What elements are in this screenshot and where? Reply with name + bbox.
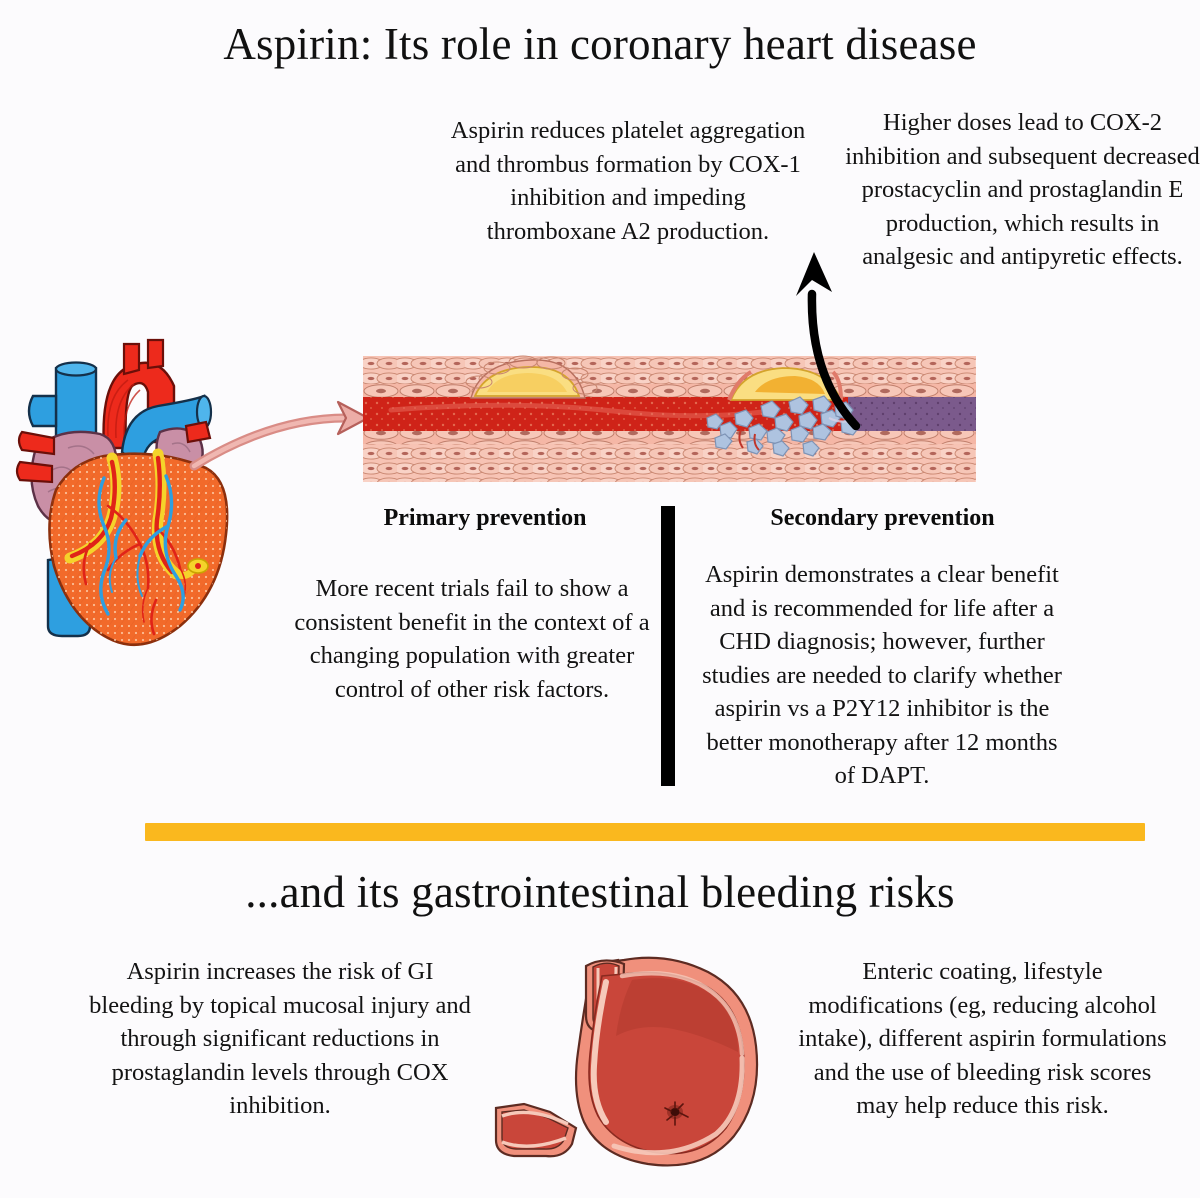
arrow-thrombus-to-text-icon <box>788 236 898 431</box>
section-divider-bar <box>145 823 1145 841</box>
text-gi-bleeding-risk: Aspirin increases the risk of GI bleedin… <box>89 958 471 1119</box>
text-cox2-mechanism: Higher doses lead to COX-2 inhibition an… <box>845 109 1200 270</box>
artery-illustration <box>363 355 976 482</box>
text-secondary-prevention: Aspirin demonstrates a clear benefit and… <box>702 561 1062 789</box>
heading-secondary-prevention: Secondary prevention <box>770 505 995 531</box>
text-primary-prevention: More recent trials fail to show a consis… <box>294 575 650 703</box>
text-gi-risk-mitigation: Enteric coating, lifestyle modifications… <box>798 958 1167 1119</box>
arrow-heart-to-artery-icon <box>186 380 386 480</box>
page-title-top: Aspirin: Its role in coronary heart dise… <box>223 19 977 69</box>
stomach-illustration <box>472 942 772 1190</box>
page-title-bottom: ...and its gastrointestinal bleeding ris… <box>245 867 955 917</box>
heart-illustration <box>8 330 258 660</box>
heading-primary-prevention: Primary prevention <box>383 505 587 531</box>
text-cox1-mechanism: Aspirin reduces platelet aggregation and… <box>450 117 806 245</box>
vertical-divider <box>661 506 675 786</box>
